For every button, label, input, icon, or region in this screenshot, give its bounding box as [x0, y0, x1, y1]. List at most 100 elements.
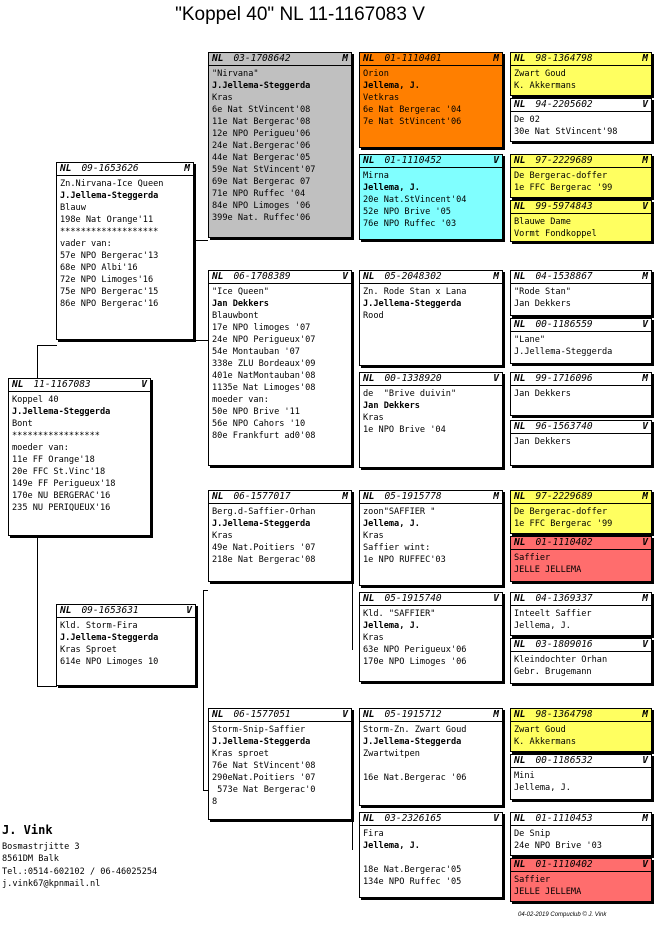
detail-line: 1135e Nat Limoges'08 [212, 383, 316, 393]
detail-line: J.Jellema-Steggerda [60, 191, 159, 201]
ring-number: 96-1563740 [535, 421, 593, 432]
sex-indicator: M [642, 373, 648, 384]
ring-number: 98-1364798 [535, 709, 593, 720]
detail-line: 149e FF Perigueux'18 [12, 479, 116, 489]
ring-number: 97-2229689 [535, 491, 593, 502]
connector [203, 590, 204, 790]
connector [503, 610, 504, 655]
connector [352, 740, 353, 850]
detail-line [363, 760, 499, 772]
detail-line: zoon"SAFFIER " [363, 507, 436, 517]
breeder-line: Bosmastrjitte 3 [2, 841, 80, 852]
detail-line: Kras Sproet [60, 645, 117, 655]
detail-line: 57e NPO Bergerac'13 [60, 251, 159, 261]
detail-line: Kras [212, 531, 233, 541]
page-title: "Koppel 40" NL 11-1167083 V [175, 4, 425, 25]
ring-number: 00-1186532 [535, 755, 593, 766]
detail-line: Blauw [60, 203, 86, 213]
detail-line: 24e NPO Perigueux'07 [212, 335, 316, 345]
detail-line: Jellema, J. [363, 81, 420, 91]
detail-line: Kld. "SAFFIER" [363, 609, 436, 619]
country-code: NL [514, 859, 526, 870]
detail-line: 59e Nat StVincent'07 [212, 165, 316, 175]
breeder-email[interactable]: j.vink67@kpnmail.nl [2, 879, 101, 889]
detail-line: 49e Nat.Poitiers '07 [212, 543, 316, 553]
detail-line: 76e Nat StVincent'08 [212, 761, 316, 771]
detail-line: Jellema, J. [363, 621, 420, 631]
sex-indicator: V [493, 593, 499, 604]
detail-line: Mini [514, 771, 535, 781]
detail-line: 86e NPO Bergerac'16 [60, 299, 159, 309]
sex-indicator: M [342, 53, 348, 64]
detail-line: De Snip [514, 829, 551, 839]
ring-number: 00-1186559 [535, 319, 593, 330]
ring-number: 97-2229689 [535, 155, 593, 166]
ring-number: 05-1915712 [384, 709, 442, 720]
country-code: NL [514, 201, 526, 212]
ring-number: 03-2326165 [384, 813, 442, 824]
country-code: NL [514, 491, 526, 502]
detail-line: 1e FFC Bergerac '99 [514, 183, 613, 193]
country-code: NL [514, 373, 526, 384]
detail-line: Zwart Goud [514, 725, 566, 735]
sex-indicator: M [493, 271, 499, 282]
detail-line: Inteelt Saffier [514, 609, 592, 619]
detail-line: Kras [363, 633, 384, 643]
detail-line: 18e Nat.Bergerac'05 [363, 865, 462, 875]
detail-line: "Nirvana" [212, 69, 259, 79]
sex-indicator: V [642, 99, 648, 110]
sex-indicator: V [342, 271, 348, 282]
country-code: NL [514, 755, 526, 766]
detail-line: K. Akkermans [514, 737, 577, 747]
detail-line: 8 [212, 797, 218, 807]
connector [352, 100, 353, 190]
sex-indicator: M [184, 163, 190, 174]
sex-indicator: M [642, 813, 648, 824]
detail-line: Saffier wint: [363, 543, 431, 553]
ring-number: 03-1809016 [535, 639, 593, 650]
